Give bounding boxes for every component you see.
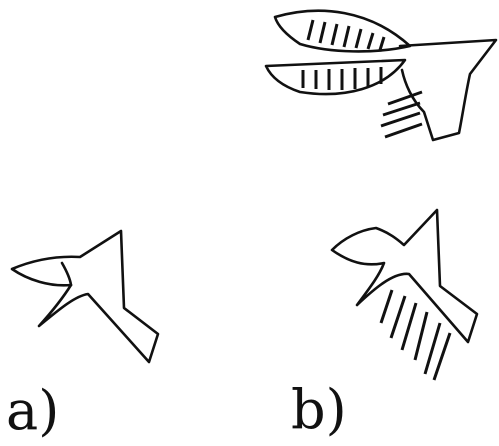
lower-wing <box>264 58 407 96</box>
top-bird-tail-hatching <box>380 90 423 139</box>
top-bird-body <box>380 38 498 142</box>
panel-a-label: a) <box>6 379 60 442</box>
bird-b-figure <box>330 208 479 381</box>
lower-wing-hatching <box>301 67 383 90</box>
bird-b-tail-hatching <box>379 289 452 381</box>
bird-a-figure <box>10 229 160 364</box>
bird-two-wings-figure <box>264 9 498 142</box>
upper-wing-hatching <box>306 19 386 51</box>
panel-b-label: b) <box>291 378 347 441</box>
upper-wing <box>273 9 412 53</box>
